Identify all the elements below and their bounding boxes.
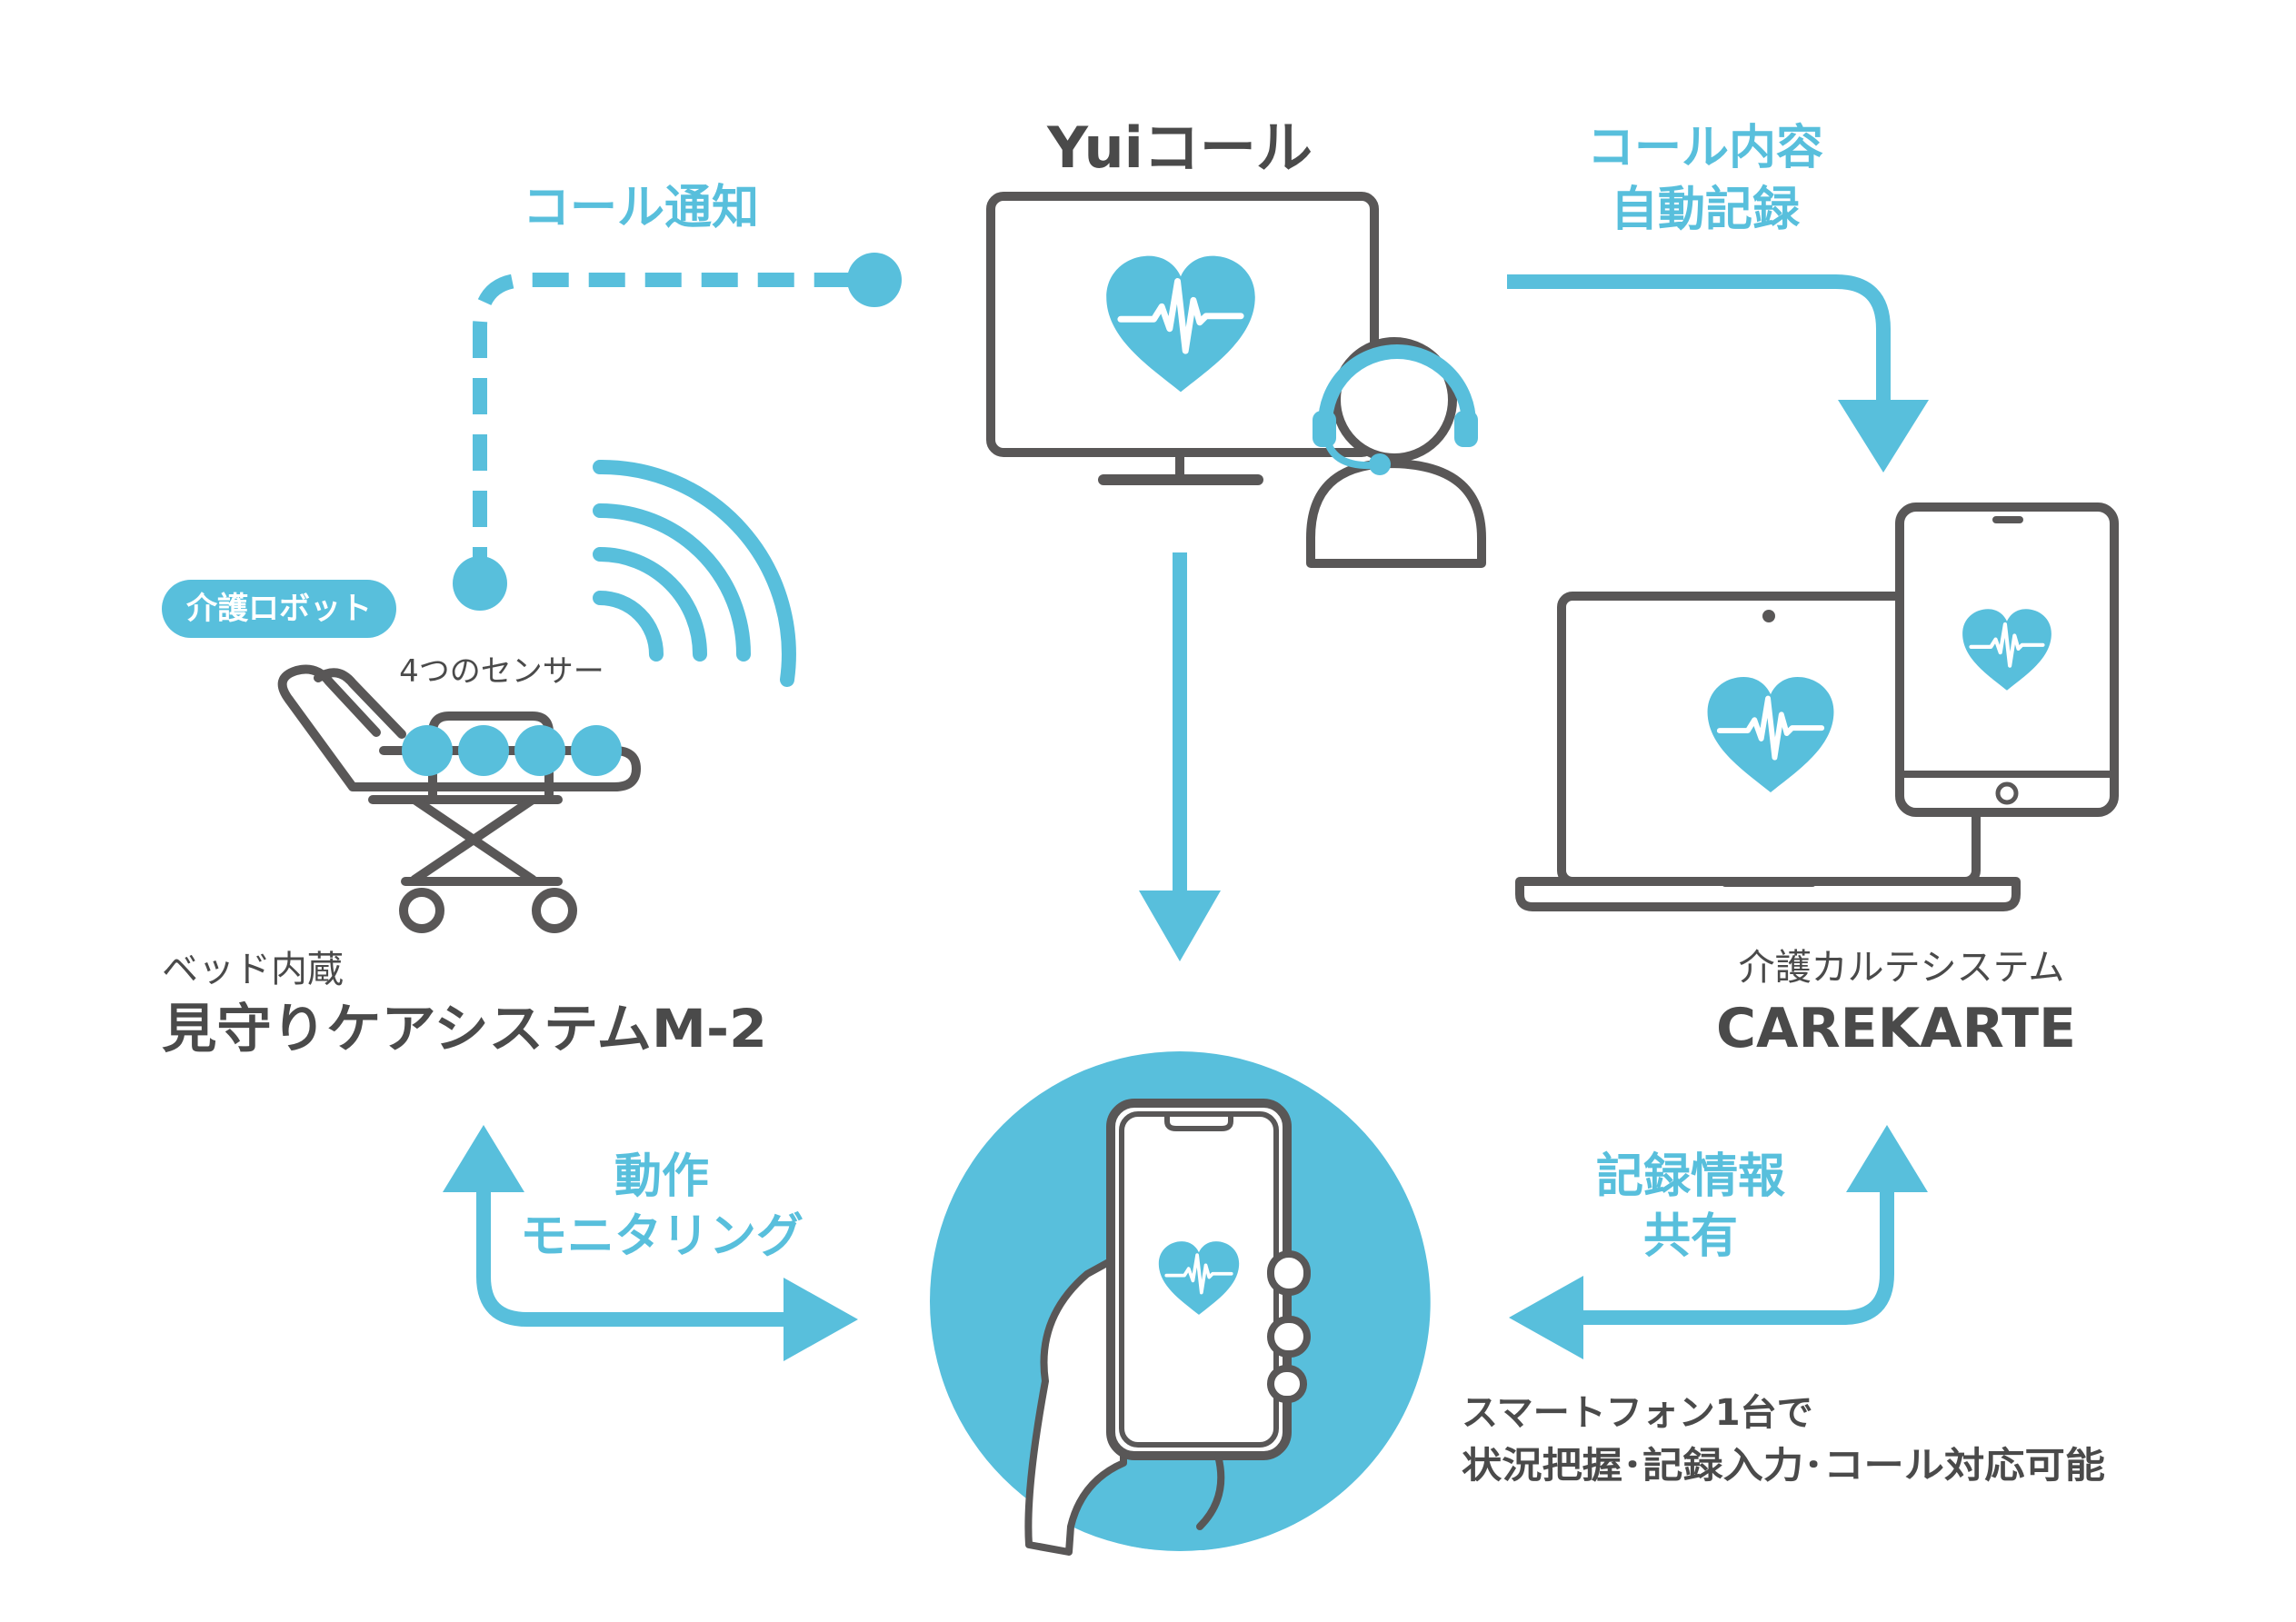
motion-label-line2: モニタリング (520, 1209, 804, 1264)
smartphone-caption-line1: スマートフォン1台で (1462, 1392, 1813, 1434)
sensor-dot (514, 725, 565, 776)
smartphone-caption-line2: 状況把握･記録入力･コール対応可能 (1462, 1445, 2105, 1487)
sensor-dot (458, 725, 509, 776)
yui-call-title: Yuiコール (1046, 114, 1313, 181)
wireless-signal-icon (593, 459, 796, 687)
care-robot-badge: 介護ロボット (162, 580, 396, 638)
sensor-dot (571, 725, 622, 776)
smartphone-in-hand-icon (930, 1051, 1431, 1556)
share-label-line1: 記録情報 (1596, 1149, 1785, 1204)
tablet-icon (1895, 503, 2119, 817)
connector-dot-yui (847, 253, 902, 307)
auto-record-label-line2: 自動記録 (1611, 183, 1801, 237)
connector-dot-bed (453, 556, 507, 611)
care-robot-badge-label: 介護ロボット (186, 591, 372, 627)
carekarte-title: CAREKARTE (1716, 997, 2076, 1060)
sensor-label: 4つのセンサー (399, 653, 604, 690)
motion-label-line1: 動作 (614, 1149, 709, 1204)
record-share-arrow (1509, 1125, 1928, 1359)
bed-system-subtitle: ベッド内蔵 (162, 949, 344, 990)
monitor-icon (986, 192, 1379, 485)
headset-operator-icon (1306, 337, 1486, 568)
care-bed-icon (277, 664, 641, 933)
call-notify-connector (453, 253, 902, 611)
auto-record-arrow (1507, 274, 1929, 473)
call-notify-label: コール通知 (523, 181, 759, 235)
sensor-dot (402, 725, 453, 776)
share-label-line2: 共有 (1643, 1209, 1738, 1264)
carekarte-subtitle: 介護カルテシステム (1739, 947, 2065, 989)
yui-to-phone-arrow (1139, 552, 1221, 961)
motion-monitoring-arrow (443, 1125, 858, 1361)
bed-system-title: 見守りケアシステムM-2 (162, 998, 767, 1060)
auto-record-label-line1: コール内容 (1587, 121, 1823, 175)
